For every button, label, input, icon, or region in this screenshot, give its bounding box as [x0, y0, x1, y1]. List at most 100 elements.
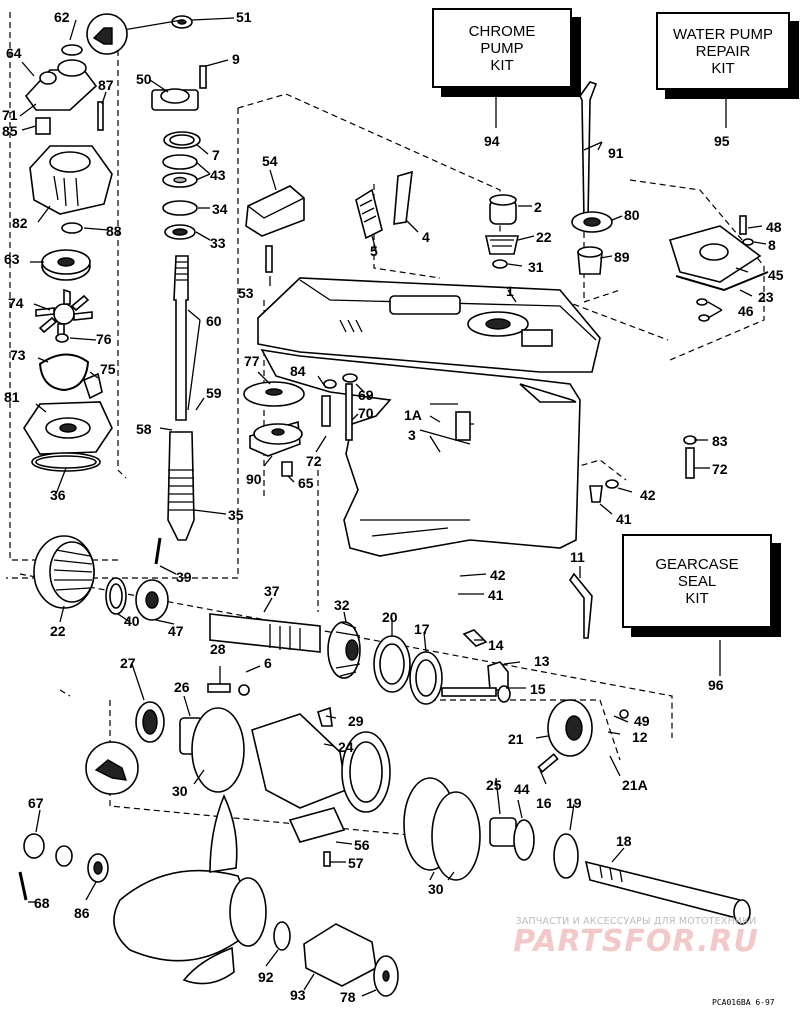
- part-label-87: 87: [98, 77, 114, 93]
- driveshaft-parts: [86, 13, 207, 565]
- anode-parts: [243, 373, 697, 639]
- part-label-20: 20: [382, 609, 398, 625]
- part-label-82: 82: [12, 215, 28, 231]
- chrome-pump-kit-box: CHROME PUMP KIT: [432, 8, 572, 88]
- part-label-18: 18: [616, 833, 632, 849]
- part-label-25: 25: [486, 777, 502, 793]
- part-label-35: 35: [228, 507, 244, 523]
- part-label-57: 57: [348, 855, 364, 871]
- part-label-93: 93: [290, 987, 306, 1003]
- part-label-13: 13: [534, 653, 550, 669]
- part-label-92: 92: [258, 969, 274, 985]
- part-label-14: 14: [488, 637, 504, 653]
- part-label-49: 49: [634, 713, 650, 729]
- part-label-83: 83: [712, 433, 728, 449]
- part-labels: 62 51 64 9 87 50 71 85 7 43 82 34 88 33 …: [2, 9, 784, 1005]
- part-label-70: 70: [358, 405, 374, 421]
- part-label-36: 36: [50, 487, 66, 503]
- part-label-86: 86: [74, 905, 90, 921]
- part-label-34: 34: [212, 201, 228, 217]
- part-label-11: 11: [570, 549, 585, 565]
- part-label-47: 47: [168, 623, 184, 639]
- water-pump-parts: [23, 44, 113, 472]
- part-label-67: 67: [28, 795, 44, 811]
- part-label-94: 94: [484, 133, 500, 149]
- part-label-91: 91: [608, 145, 624, 161]
- part-label-17: 17: [414, 621, 430, 637]
- part-label-78: 78: [340, 989, 356, 1005]
- part-label-85: 85: [2, 123, 18, 139]
- part-label-74: 74: [8, 295, 24, 311]
- part-label-80: 80: [624, 207, 640, 223]
- part-label-56: 56: [354, 837, 370, 853]
- part-label-96: 96: [708, 677, 724, 693]
- part-label-60: 60: [206, 313, 222, 329]
- part-label-59: 59: [206, 385, 222, 401]
- part-label-22a: 22: [536, 229, 552, 245]
- part-label-40: 40: [124, 613, 140, 629]
- part-label-75: 75: [100, 361, 116, 377]
- part-label-44: 44: [514, 781, 530, 797]
- part-label-21: 21: [508, 731, 524, 747]
- part-label-41b: 41: [488, 587, 504, 603]
- part-label-16: 16: [536, 795, 552, 811]
- water-pump-repair-kit-label: WATER PUMP REPAIR KIT: [673, 25, 773, 77]
- part-label-90: 90: [246, 471, 262, 487]
- part-label-72a: 72: [306, 453, 322, 469]
- part-label-23: 23: [758, 289, 774, 305]
- watermark-brand: PARTSFOR.RU: [513, 924, 759, 959]
- part-label-69: 69: [358, 387, 374, 403]
- part-label-4: 4: [422, 229, 430, 245]
- watermark: ЗАПЧАСТИ И АКСЕССУАРЫ ДЛЯ МОТОТЕХНИКИ PA…: [486, 916, 786, 957]
- part-label-81: 81: [4, 389, 20, 405]
- part-label-27: 27: [120, 655, 136, 671]
- part-label-48: 48: [766, 219, 782, 235]
- part-label-19: 19: [566, 795, 582, 811]
- part-label-71: 71: [2, 107, 18, 123]
- part-label-3: 3: [408, 427, 416, 443]
- part-label-58: 58: [136, 421, 152, 437]
- part-label-5: 5: [370, 243, 378, 259]
- gearcase-seal-kit-box: GEARCASE SEAL KIT: [622, 534, 772, 628]
- part-label-33: 33: [210, 235, 226, 251]
- gearcase-housing: [257, 277, 601, 557]
- part-label-54: 54: [262, 153, 278, 169]
- part-label-1: 1: [506, 283, 514, 299]
- propeller-parts: [18, 794, 399, 997]
- part-label-8: 8: [768, 237, 776, 253]
- part-label-64: 64: [6, 45, 22, 61]
- part-label-37: 37: [264, 583, 280, 599]
- part-label-29: 29: [348, 713, 364, 729]
- part-label-89: 89: [614, 249, 630, 265]
- part-label-12: 12: [632, 729, 648, 745]
- part-label-41a: 41: [616, 511, 632, 527]
- part-label-30a: 30: [172, 783, 188, 799]
- part-label-77: 77: [244, 353, 260, 369]
- gearcase-seal-kit-label: GEARCASE SEAL KIT: [655, 555, 739, 607]
- part-label-26: 26: [174, 679, 190, 695]
- part-label-30b: 30: [428, 881, 444, 897]
- part-label-95: 95: [714, 133, 730, 149]
- figure-code: PCA016BA 6-97: [712, 998, 775, 1007]
- water-pump-repair-kit-box: WATER PUMP REPAIR KIT: [656, 12, 790, 90]
- gear-train-parts: [33, 535, 751, 925]
- part-label-62: 62: [54, 9, 70, 25]
- part-label-43: 43: [210, 167, 226, 183]
- part-label-31: 31: [528, 259, 544, 275]
- part-label-50: 50: [136, 71, 152, 87]
- part-label-63: 63: [4, 251, 20, 267]
- part-label-2: 2: [534, 199, 542, 215]
- part-label-32: 32: [334, 597, 350, 613]
- part-label-51: 51: [236, 9, 252, 25]
- part-label-9: 9: [232, 51, 240, 67]
- part-label-45: 45: [768, 267, 784, 283]
- part-label-28: 28: [210, 641, 226, 657]
- part-label-46: 46: [738, 303, 754, 319]
- part-label-22b: 22: [50, 623, 66, 639]
- part-label-7: 7: [212, 147, 220, 163]
- part-label-1A: 1A: [404, 407, 422, 423]
- part-label-53: 53: [238, 285, 254, 301]
- part-label-6: 6: [264, 655, 272, 671]
- part-label-88: 88: [106, 223, 122, 239]
